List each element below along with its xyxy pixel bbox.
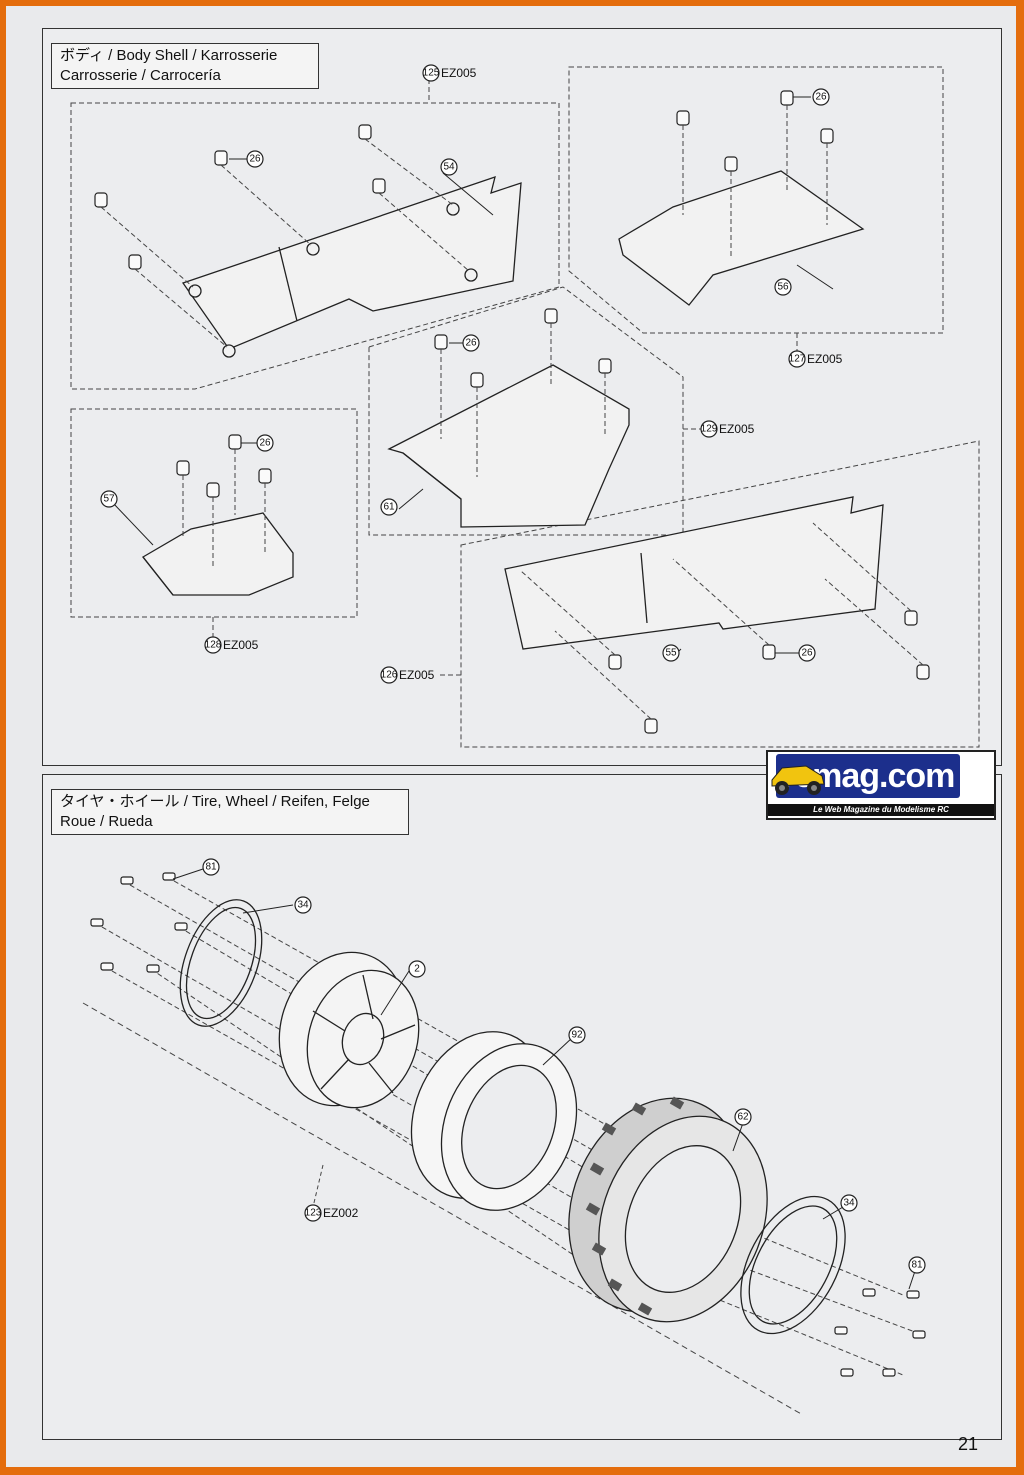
tire-wheel-title-line1: タイヤ・ホイール / Tire, Wheel / Reifen, Felge (60, 793, 370, 810)
body-shell-title-line2: Carrosserie / Carrocería (60, 67, 221, 84)
body-shell-panel: ボディ / Body Shell / Karrosserie Carrosser… (42, 28, 1002, 766)
tire-62 (568, 1096, 768, 1323)
set-126-code: EZ005 (399, 668, 435, 682)
callout-61: 61 (383, 502, 395, 513)
set-129-outline (368, 286, 684, 536)
logo-subtitle: Le Web Magazine du Modelisme RC (768, 804, 994, 816)
body-pins (94, 90, 930, 734)
beadlock-ring-34-left (179, 899, 263, 1027)
part-56-wing (618, 170, 865, 306)
body-callout-numbers: 26 54 26 56 26 61 26 57 26 55 125 127 12… (103, 68, 827, 681)
body-pin-guides (100, 105, 924, 720)
tire-insert-92 (410, 1031, 578, 1211)
callout-26-e: 26 (801, 648, 813, 659)
body-shell-title: ボディ / Body Shell / Karrosserie Carrosser… (51, 43, 319, 89)
part-57-panel (142, 512, 294, 596)
set-125-code: EZ005 (441, 66, 477, 80)
set-123-code: EZ002 (323, 1206, 359, 1220)
tire-callout-circles (202, 858, 926, 1274)
body-set-codes: EZ005 EZ005 EZ005 EZ005 EZ005 (223, 66, 843, 682)
tire-callout-numbers: 81 34 2 92 62 34 81 123 (205, 862, 923, 1271)
tire-callout-leaders (172, 868, 916, 1290)
callout-92: 92 (571, 1030, 583, 1041)
manual-page: ボディ / Body Shell / Karrosserie Carrosser… (6, 6, 1016, 1467)
set-126-outline (460, 440, 980, 748)
set-129-code: EZ005 (719, 422, 755, 436)
set-129-number: 129 (701, 424, 718, 435)
callout-26-c: 26 (465, 338, 477, 349)
part-54-panel (181, 176, 522, 358)
callout-34-b: 34 (843, 1198, 855, 1209)
wheel-2 (278, 951, 420, 1109)
callout-26-a: 26 (249, 154, 261, 165)
set-126-number: 126 (381, 670, 398, 681)
set-125-number: 125 (423, 68, 440, 79)
body-callout-circles (100, 64, 830, 684)
page-number: 21 (957, 1434, 978, 1454)
callout-2: 2 (414, 964, 420, 975)
set-127-code: EZ005 (807, 352, 843, 366)
set-128-number: 128 (205, 640, 222, 651)
rcmag-logo: rcmag.com Le Web Magazine du Modelisme R… (766, 750, 996, 820)
callout-54: 54 (443, 162, 455, 173)
tire-wheel-title-line2: Roue / Rueda (60, 813, 153, 830)
set-123-outline (82, 1002, 804, 1416)
screws-81-right (834, 1288, 926, 1377)
callout-62: 62 (737, 1112, 749, 1123)
body-callout-leaders (112, 96, 834, 658)
part-55-panel (504, 496, 884, 650)
callout-26-b: 26 (815, 92, 827, 103)
tire-wheel-diagram: 81 34 2 92 62 34 81 123 EZ002 (82, 858, 926, 1416)
beadlock-ring-34-right (740, 1195, 846, 1335)
set-127-number: 127 (789, 354, 806, 365)
rc-car-icon (771, 765, 825, 795)
callout-81-b: 81 (911, 1260, 923, 1271)
callout-56: 56 (777, 282, 789, 293)
callout-81-a: 81 (205, 862, 217, 873)
callout-34-a: 34 (297, 900, 309, 911)
callout-26-d: 26 (259, 438, 271, 449)
body-shell-diagram: 26 54 26 56 26 61 26 57 26 55 125 127 12… (70, 64, 980, 748)
tire-wheel-title: タイヤ・ホイール / Tire, Wheel / Reifen, Felge R… (51, 789, 409, 835)
screws-81-left (90, 872, 188, 973)
tire-wheel-panel: タイヤ・ホイール / Tire, Wheel / Reifen, Felge R… (42, 774, 1002, 1440)
set-128-outline (70, 408, 358, 618)
body-shell-title-line1: ボディ / Body Shell / Karrosserie (60, 47, 278, 64)
callout-55: 55 (665, 648, 677, 659)
part-61-panel (387, 364, 630, 528)
set-128-code: EZ005 (223, 638, 259, 652)
set-123-number: 123 (305, 1208, 322, 1219)
callout-57: 57 (103, 494, 115, 505)
